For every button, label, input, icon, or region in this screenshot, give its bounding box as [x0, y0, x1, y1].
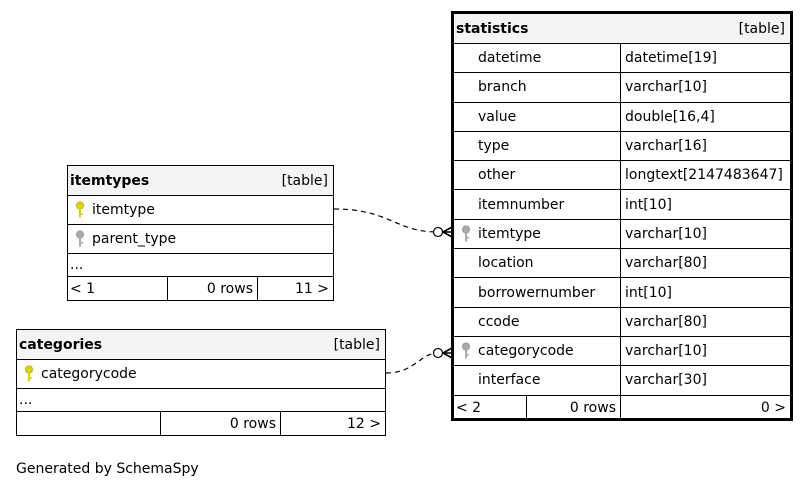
- foreign-key-icon: [68, 225, 92, 253]
- column-row[interactable]: datetime datetime[19]: [454, 44, 790, 74]
- column-row[interactable]: categorycode: [17, 360, 385, 389]
- column-type: longtext[2147483647]: [620, 161, 790, 190]
- edge-itemtypes-many-marker: [442, 226, 453, 238]
- table-header: itemtypes [table]: [68, 166, 333, 196]
- foreign-key-icon: [454, 337, 478, 365]
- generator-credit: Generated by SchemaSpy: [16, 461, 199, 477]
- table-name[interactable]: itemtypes: [70, 172, 150, 189]
- column-name: other: [478, 167, 516, 184]
- parents-count-link[interactable]: [17, 412, 160, 435]
- parents-count-link[interactable]: < 1: [70, 280, 96, 297]
- table-footer: < 1 0 rows 11 >: [68, 277, 333, 300]
- row-count: 0 rows: [526, 395, 620, 420]
- column-type: varchar[10]: [620, 336, 790, 366]
- column-row[interactable]: value double[16,4]: [454, 102, 790, 132]
- column-name: branch: [478, 79, 527, 96]
- children-count-link[interactable]: 11 >: [257, 277, 333, 300]
- column-type: double[16,4]: [620, 102, 790, 131]
- column-row[interactable]: itemtype: [68, 196, 333, 225]
- column-row[interactable]: type varchar[16]: [454, 131, 790, 162]
- column-name: categorycode: [478, 343, 574, 360]
- column-row[interactable]: location varchar[80]: [454, 249, 790, 279]
- column-name: itemtype: [92, 202, 155, 218]
- edge-itemtypes-zero-marker: [432, 226, 444, 238]
- column-name: itemtype: [478, 225, 541, 242]
- row-count: 0 rows: [160, 412, 280, 435]
- primary-key-icon: [68, 196, 92, 224]
- column-type: int[10]: [620, 278, 790, 307]
- column-row[interactable]: borrowernumber int[10]: [454, 278, 790, 308]
- edge-categories-statistics: [385, 352, 439, 374]
- table-kind: [table]: [333, 336, 380, 353]
- table-kind: [table]: [738, 20, 785, 37]
- column-name: type: [478, 138, 510, 155]
- more-columns-indicator: ...: [68, 254, 333, 277]
- table-name[interactable]: statistics: [456, 20, 529, 37]
- table-name[interactable]: categories: [19, 336, 103, 353]
- column-name: interface: [478, 372, 541, 389]
- column-type: int[10]: [620, 190, 790, 219]
- more-columns-indicator: ...: [17, 389, 385, 412]
- row-count: 0 rows: [167, 277, 257, 300]
- column-row[interactable]: parent_type: [68, 225, 333, 254]
- key-placeholder: [454, 366, 478, 394]
- column-row[interactable]: other longtext[2147483647]: [454, 161, 790, 191]
- foreign-key-icon: [454, 220, 478, 248]
- key-placeholder: [454, 103, 478, 131]
- column-name: categorycode: [41, 366, 137, 382]
- key-placeholder: [454, 308, 478, 336]
- column-row[interactable]: ccode varchar[80]: [454, 307, 790, 337]
- key-placeholder: [454, 278, 478, 306]
- children-count-link[interactable]: 0 >: [620, 395, 790, 420]
- column-type: varchar[16]: [620, 131, 790, 161]
- column-name: parent_type: [92, 231, 177, 247]
- column-type: varchar[30]: [620, 366, 790, 395]
- column-row[interactable]: interface varchar[30]: [454, 366, 790, 396]
- key-placeholder: [454, 249, 478, 277]
- column-row[interactable]: branch varchar[10]: [454, 73, 790, 103]
- table-kind: [table]: [281, 172, 328, 189]
- table-itemtypes[interactable]: itemtypes [table] itemtype parent_type .…: [67, 165, 334, 301]
- table-header: categories [table]: [17, 330, 385, 360]
- column-row[interactable]: itemtype varchar[10]: [454, 219, 790, 250]
- table-footer: 0 rows 12 >: [17, 412, 385, 435]
- key-placeholder: [454, 161, 478, 189]
- edge-categories-many-marker: [442, 347, 453, 359]
- edge-categories-zero-marker: [432, 347, 444, 359]
- column-type: varchar[10]: [620, 73, 790, 102]
- edge-itemtypes-statistics: [333, 208, 439, 233]
- column-name: itemnumber: [478, 196, 565, 213]
- table-footer: < 2 0 rows 0 >: [454, 395, 790, 420]
- parents-count-link[interactable]: < 2: [456, 399, 482, 416]
- column-name: ccode: [478, 313, 520, 330]
- column-name: location: [478, 255, 534, 272]
- column-type: varchar[10]: [620, 219, 790, 249]
- column-name: borrowernumber: [478, 284, 596, 301]
- key-placeholder: [454, 190, 478, 218]
- column-row[interactable]: categorycode varchar[10]: [454, 336, 790, 367]
- column-type: varchar[80]: [620, 249, 790, 278]
- key-placeholder: [454, 44, 478, 72]
- key-placeholder: [454, 132, 478, 160]
- column-name: value: [478, 108, 517, 125]
- primary-key-icon: [17, 360, 41, 388]
- children-count-link[interactable]: 12 >: [280, 412, 385, 435]
- key-placeholder: [454, 73, 478, 101]
- column-type: varchar[80]: [620, 307, 790, 336]
- table-categories[interactable]: categories [table] categorycode ... 0 ro…: [16, 329, 386, 436]
- column-name: datetime: [478, 50, 542, 67]
- table-header: statistics [table]: [454, 14, 790, 44]
- column-row[interactable]: itemnumber int[10]: [454, 190, 790, 220]
- column-type: datetime[19]: [620, 44, 790, 73]
